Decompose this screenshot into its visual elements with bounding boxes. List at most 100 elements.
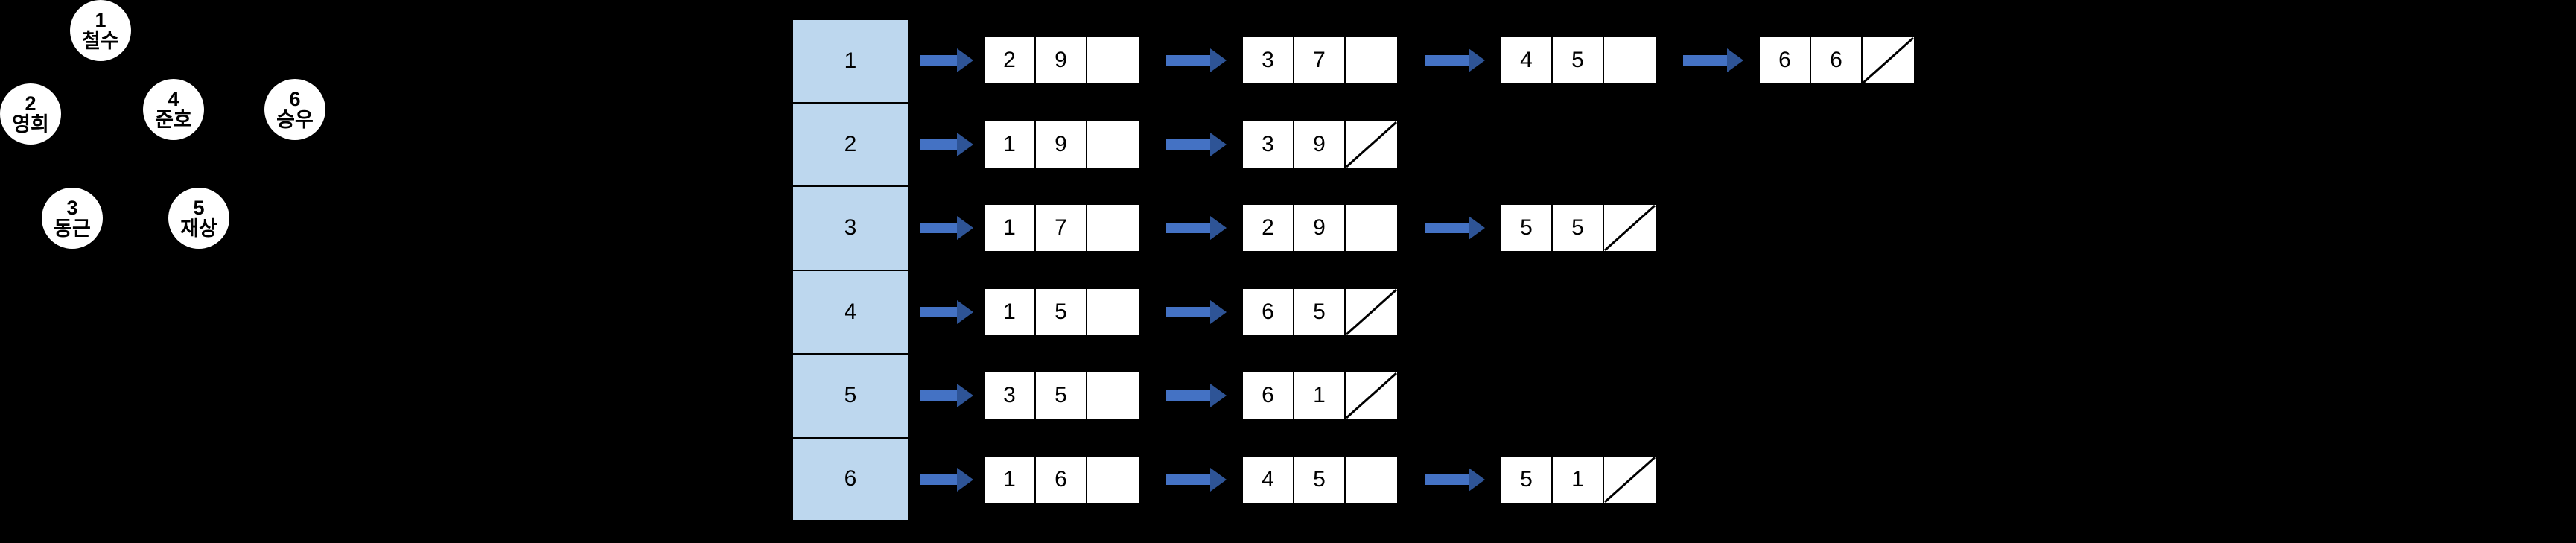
adjacency-index-label: 6 bbox=[844, 466, 857, 492]
adjacency-index-label: 4 bbox=[844, 299, 857, 324]
null-slash-icon bbox=[1863, 37, 1914, 84]
adjacency-node-vertex-cell: 4 bbox=[1243, 456, 1294, 503]
adjacency-pointer-arrow bbox=[1166, 48, 1227, 73]
adjacency-node-weight-cell: 7 bbox=[1294, 37, 1346, 84]
arrow-shaft bbox=[920, 474, 958, 485]
adjacency-node-weight-cell: 5 bbox=[1553, 37, 1604, 84]
adjacency-pointer-arrow bbox=[920, 467, 973, 492]
node-spacer bbox=[1485, 228, 1500, 229]
adjacency-node-vertex-cell: 3 bbox=[1243, 121, 1294, 168]
adjacency-node-vertex-cell: 3 bbox=[985, 372, 1036, 419]
graph-vertex-id: 4 bbox=[168, 87, 179, 110]
adjacency-pointer-arrow bbox=[1166, 299, 1227, 324]
adjacency-node-null-cell bbox=[1346, 121, 1397, 168]
adjacency-pointer-arrow bbox=[1425, 467, 1485, 492]
arrow-head-icon bbox=[957, 48, 973, 73]
arrow-shaft bbox=[1166, 390, 1211, 401]
adjacency-node-weight-cell: 7 bbox=[1036, 205, 1087, 252]
adjacency-node-weight-cell: 9 bbox=[1294, 121, 1346, 168]
node-spacer bbox=[973, 311, 983, 312]
arrow-head-icon bbox=[957, 299, 973, 324]
arrow-spacer bbox=[1399, 479, 1425, 480]
arrow-spacer bbox=[909, 311, 920, 312]
arrow-shaft bbox=[1166, 306, 1211, 317]
adjacency-index-cell-2[interactable]: 2 bbox=[792, 102, 909, 186]
graph-vertex-id: 6 bbox=[289, 87, 301, 110]
null-slash-icon bbox=[1346, 288, 1397, 335]
arrow-shaft bbox=[920, 390, 958, 401]
arrow-shaft bbox=[1425, 55, 1469, 66]
adjacency-pointer-arrow bbox=[920, 384, 973, 408]
node-spacer bbox=[1743, 60, 1758, 61]
null-slash-icon bbox=[1346, 372, 1397, 419]
adjacency-node-weight-cell: 1 bbox=[1294, 372, 1346, 419]
arrow-spacer bbox=[909, 60, 920, 61]
adjacency-node-next-cell bbox=[1087, 372, 1139, 419]
node-spacer bbox=[1227, 228, 1241, 229]
adjacency-node-weight-cell: 6 bbox=[1036, 456, 1087, 503]
arrow-head-icon bbox=[1469, 48, 1485, 73]
arrow-spacer bbox=[1399, 228, 1425, 229]
node-spacer bbox=[973, 144, 983, 145]
adjacency-index-cell-4[interactable]: 4 bbox=[792, 270, 909, 354]
adjacency-pointer-arrow bbox=[920, 132, 973, 156]
graph-vertex-name: 승우 bbox=[276, 109, 314, 131]
node-spacer bbox=[1485, 479, 1500, 480]
null-slash-icon bbox=[1604, 456, 1656, 503]
graph-vertex-name: 재상 bbox=[180, 217, 217, 240]
adjacency-node-weight-cell: 9 bbox=[1036, 37, 1087, 84]
adjacency-node-next-cell bbox=[1346, 456, 1397, 503]
arrow-spacer bbox=[909, 479, 920, 480]
adjacency-index-cell-5[interactable]: 5 bbox=[792, 354, 909, 438]
arrow-spacer bbox=[1399, 60, 1425, 61]
adjacency-node-vertex-cell: 3 bbox=[1243, 37, 1294, 84]
adjacency-node-vertex-cell: 1 bbox=[985, 121, 1036, 168]
adjacency-node-next-cell bbox=[1087, 37, 1139, 84]
node-spacer bbox=[1227, 60, 1241, 61]
adjacency-index-cell-1[interactable]: 1 bbox=[792, 19, 909, 103]
adjacency-node-vertex-cell: 6 bbox=[1760, 37, 1811, 84]
graph-vertex-name: 준호 bbox=[155, 109, 192, 131]
arrow-shaft bbox=[1166, 474, 1211, 485]
arrow-spacer bbox=[909, 228, 920, 229]
graph-vertex-id: 3 bbox=[66, 196, 78, 219]
adjacency-node-null-cell bbox=[1346, 372, 1397, 419]
arrow-shaft bbox=[1425, 223, 1469, 234]
adjacency-pointer-arrow bbox=[1425, 48, 1485, 73]
adjacency-index-cell-3[interactable]: 3 bbox=[792, 186, 909, 270]
adjacency-node-next-cell bbox=[1346, 37, 1397, 84]
adjacency-pointer-arrow bbox=[1425, 216, 1485, 241]
graph-vertex-name: 동근 bbox=[54, 217, 91, 240]
arrow-head-icon bbox=[1469, 216, 1485, 241]
node-spacer bbox=[1227, 311, 1241, 312]
adjacency-pointer-arrow bbox=[1166, 132, 1227, 156]
adjacency-node-vertex-cell: 6 bbox=[1243, 288, 1294, 335]
arrow-shaft bbox=[1425, 474, 1469, 485]
adjacency-index-cell-6[interactable]: 6 bbox=[792, 437, 909, 521]
